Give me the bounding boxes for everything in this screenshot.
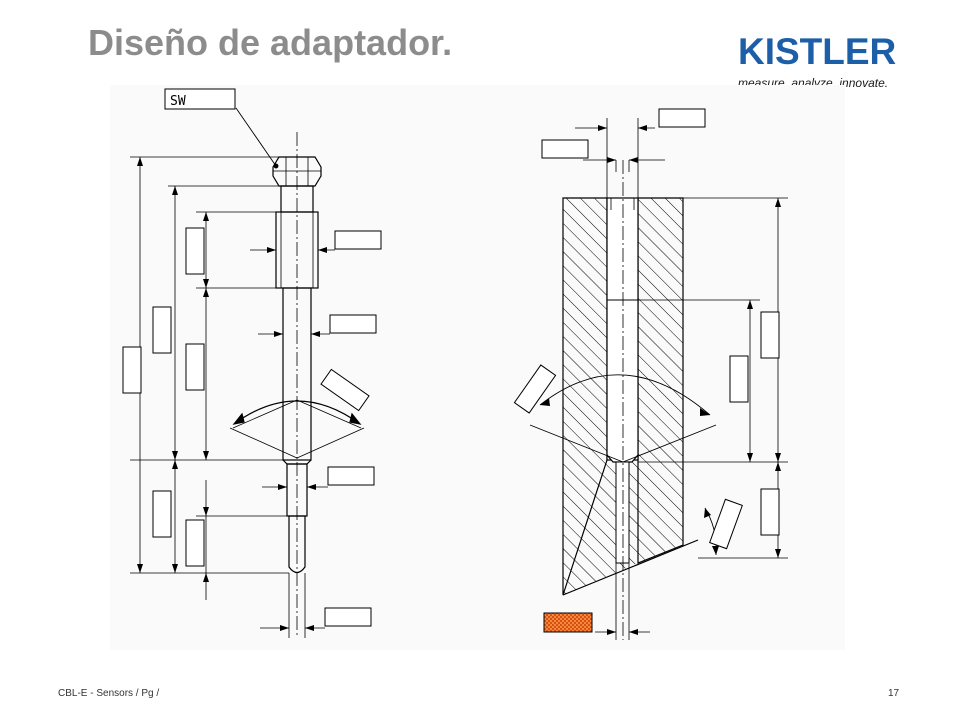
- probe-tip: [288, 515, 306, 574]
- hex-head: [272, 156, 322, 187]
- dim-box-angle: [709, 498, 743, 550]
- highlighted-dimension-box: [543, 612, 593, 633]
- page-number: 17: [888, 688, 900, 699]
- dim-box: [760, 488, 780, 536]
- dim-box: [729, 355, 749, 403]
- dim-box: [324, 607, 372, 627]
- sw-label-box: [164, 88, 236, 110]
- dim-box: [152, 306, 172, 354]
- dim-box: [658, 108, 706, 128]
- bore-dimension-boxes: [513, 108, 780, 550]
- dim-box: [185, 227, 205, 275]
- drawing-background: [110, 85, 845, 650]
- dim-box-angle: [320, 368, 370, 412]
- dim-box: [327, 466, 375, 486]
- logo-wordmark: KISTLER: [738, 31, 897, 72]
- bore-section-view: [529, 160, 719, 640]
- dim-box: [152, 490, 172, 538]
- dim-box: [760, 311, 780, 359]
- footer-text: CBL-E - Sensors / Pg /: [58, 688, 160, 699]
- dim-box-angle: [513, 364, 557, 414]
- adapter-dimension-boxes: [122, 227, 382, 627]
- dim-box: [329, 314, 377, 334]
- kistler-logo: KISTLER measure. analyze. innovate.: [738, 31, 910, 92]
- dim-box: [541, 139, 589, 159]
- dim-box: [334, 230, 382, 250]
- dim-box: [185, 343, 205, 391]
- wrench-size-label: SW: [170, 94, 186, 109]
- shaft: [282, 287, 312, 461]
- slide-title: Diseño de adaptador.: [88, 22, 453, 63]
- dim-box: [122, 346, 142, 394]
- dim-box: [185, 519, 205, 567]
